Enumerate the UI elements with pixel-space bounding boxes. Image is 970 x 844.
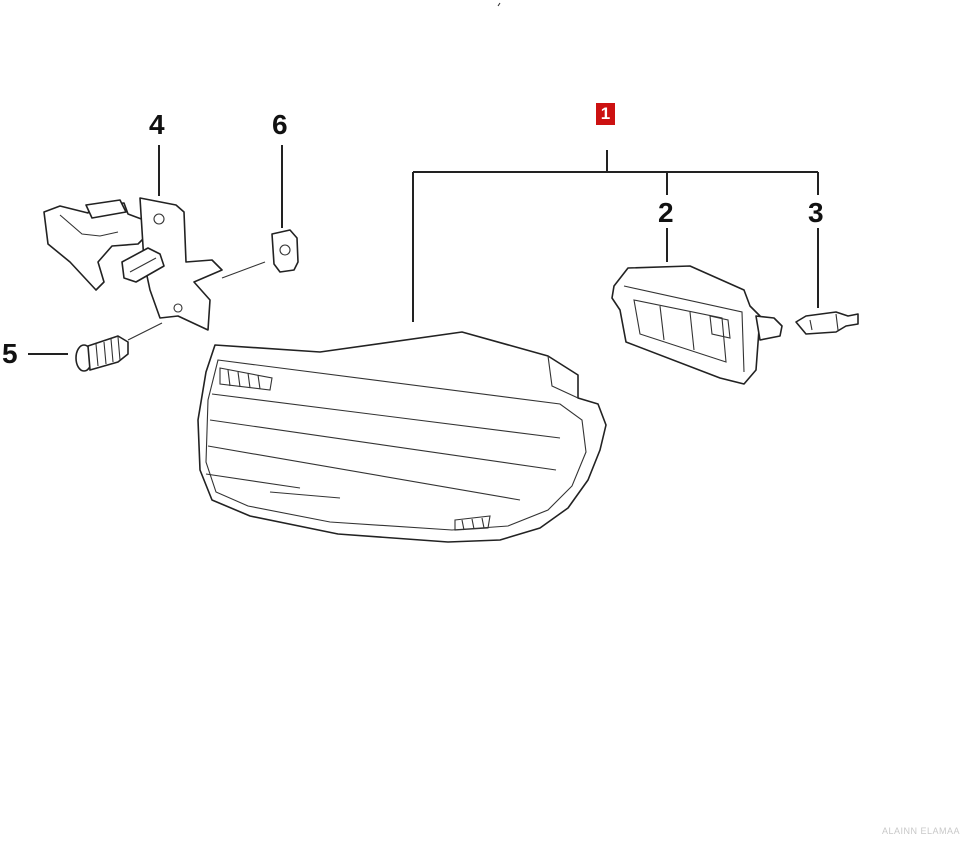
clip-part-6: [271, 229, 299, 273]
callout-5-label: 5: [2, 338, 18, 369]
bracket-part-4: [43, 197, 223, 331]
callout-3-label: 3: [808, 197, 824, 228]
top-mark: [497, 2, 501, 7]
bulb-holder-part-2: [611, 265, 783, 385]
leader-lines: [28, 145, 819, 355]
callout-4-label: 4: [149, 109, 165, 140]
callout-1-label: 1: [596, 103, 615, 125]
fog-lamp-housing: [197, 331, 607, 543]
bulb-part-3: [795, 311, 859, 335]
watermark-text: ALAINN ELAMAA: [881, 826, 960, 836]
screw-part-5: [75, 335, 129, 372]
callout-6-label: 6: [272, 109, 288, 140]
callout-2-label: 2: [658, 197, 674, 228]
